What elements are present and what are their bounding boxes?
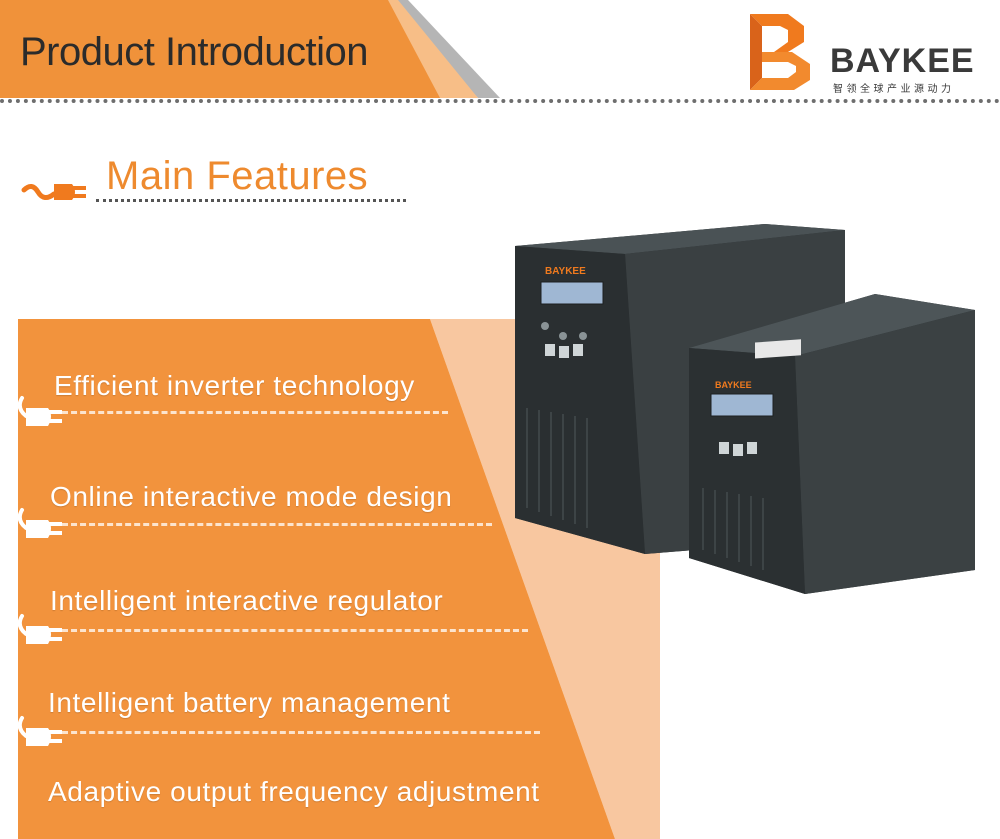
plug-icon [17, 508, 62, 538]
logo-tagline: 智领全球产业源动力 [833, 84, 955, 95]
plug-icon [17, 716, 62, 746]
feature-item-label: Intelligent interactive regulator [50, 585, 444, 616]
feature-divider [62, 411, 448, 414]
ups-product-image: BAYKEE BAYKEE [515, 224, 975, 594]
header-banner [0, 0, 500, 98]
plug-icon [17, 614, 62, 644]
feature-divider [62, 731, 540, 734]
section-heading-underline [96, 199, 406, 202]
svg-text:BAYKEE: BAYKEE [545, 266, 586, 277]
feature-item-label: Efficient inverter technology [54, 370, 415, 401]
plug-icon [17, 396, 62, 426]
feature-item-label: Online interactive mode design [50, 481, 453, 512]
plug-icon [21, 184, 86, 200]
feature-item-label: Adaptive output frequency adjustment [48, 776, 540, 807]
svg-text:BAYKEE: BAYKEE [715, 380, 752, 390]
feature-divider [62, 629, 528, 632]
page-title: Product Introduction [20, 30, 369, 74]
feature-item-label: Intelligent battery management [48, 687, 451, 718]
header-divider [0, 99, 1000, 103]
baykee-logo-mark [750, 14, 810, 90]
ups-unit-small: BAYKEE [689, 294, 975, 594]
section-heading: Main Features [106, 154, 369, 198]
feature-divider [62, 523, 492, 526]
logo-wordmark: BAYKEE [830, 42, 975, 80]
